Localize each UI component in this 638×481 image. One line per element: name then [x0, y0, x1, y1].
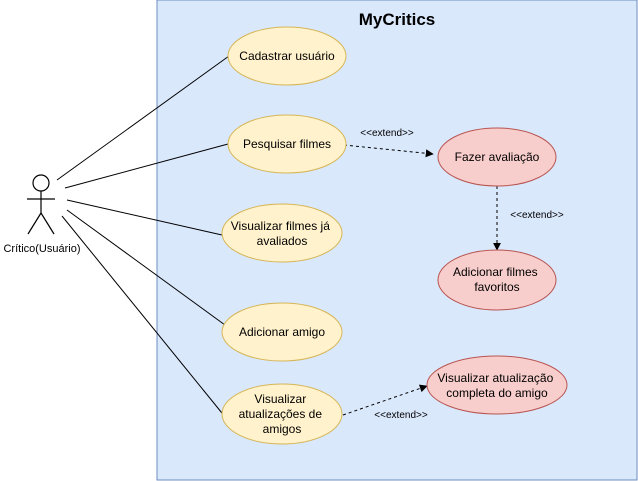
use-case-visualizar-atualizacoes-amigos[interactable]: Visualizar atualizações de amigos	[221, 383, 343, 445]
association-adicionar-amigo	[66, 209, 226, 326]
actor-left-leg	[27, 212, 42, 235]
association-visualizar-atualizacoes	[61, 215, 227, 419]
use-case-label: Visualizar atualizações de amigos	[239, 392, 326, 436]
use-case-label: Fazer avaliação	[455, 150, 540, 164]
use-case-adicionar-filmes-favoritos[interactable]: Adicionar filmes favoritos	[437, 249, 557, 311]
extend-arrow-pesquisar-avaliacao	[343, 144, 434, 158]
extend-arrow-atualizacoes-completa	[342, 384, 428, 416]
actor-label: Crítico(Usuário)	[3, 243, 80, 255]
actor-head	[32, 174, 50, 192]
extend-label-3: <<extend>>	[374, 410, 428, 421]
use-case-label: Visualizar atualização completa do amigo	[437, 371, 556, 400]
system-title: MyCritics	[359, 10, 436, 29]
use-case-label: Visualizar filmes já avaliados	[231, 219, 334, 248]
use-case-cadastrar-usuario[interactable]: Cadastrar usuário	[227, 26, 347, 86]
extend-label-1: <<extend>>	[360, 128, 414, 139]
use-case-label: Adicionar amigo	[239, 325, 325, 339]
use-case-visualizar-filmes-avaliados[interactable]: Visualizar filmes já avaliados	[221, 203, 343, 263]
association-cadastrar	[56, 55, 230, 181]
use-case-fazer-avaliacao[interactable]: Fazer avaliação	[437, 127, 557, 187]
use-case-label: Pesquisar filmes	[243, 137, 331, 151]
use-case-pesquisar-filmes[interactable]: Pesquisar filmes	[227, 114, 347, 174]
association-visualizar-filmes	[66, 199, 223, 236]
association-pesquisar	[64, 143, 229, 189]
use-case-label: Cadastrar usuário	[239, 49, 335, 63]
use-case-adicionar-amigo[interactable]: Adicionar amigo	[221, 302, 343, 362]
extend-label-2: <<extend>>	[510, 210, 564, 221]
use-case-visualizar-atualizacao-completa[interactable]: Visualizar atualização completa do amigo	[426, 355, 568, 415]
use-case-label: Adicionar filmes favoritos	[453, 265, 541, 294]
actor-figure	[27, 174, 55, 235]
actor-right-leg	[40, 212, 55, 235]
